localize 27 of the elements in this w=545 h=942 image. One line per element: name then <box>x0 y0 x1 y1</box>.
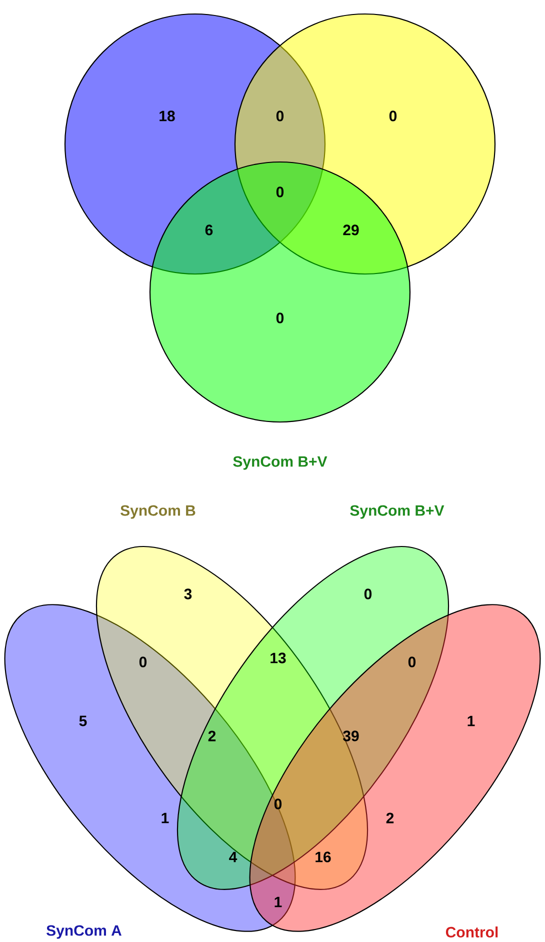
count-label: 6 <box>205 224 213 236</box>
count-label: 1 <box>468 716 475 726</box>
count-label: 0 <box>139 656 147 668</box>
count-label: 13 <box>270 652 286 664</box>
count-label: 0 <box>276 312 284 324</box>
count-label: 1 <box>162 812 169 824</box>
count-label: 16 <box>316 852 331 862</box>
count-label: 0 <box>408 656 416 668</box>
set-label: SynCom A <box>46 925 122 939</box>
count-label: 0 <box>276 110 284 122</box>
count-label: 4 <box>229 852 238 862</box>
set-label: SynCom B+V <box>350 505 444 519</box>
count-label: 0 <box>389 110 397 122</box>
count-label: 3 <box>184 588 192 600</box>
count-label: 0 <box>364 588 372 600</box>
count-label: 5 <box>79 716 87 726</box>
count-label: 29 <box>343 224 359 236</box>
set-label: SynCom B <box>120 505 196 519</box>
count-label: 2 <box>208 730 216 742</box>
count-label: 0 <box>274 798 282 810</box>
set-label: Control <box>446 926 498 938</box>
count-label: 1 <box>274 896 282 908</box>
set-label: SynCom B+V <box>233 456 328 470</box>
count-label: 18 <box>160 110 175 122</box>
count-label: 2 <box>386 812 394 824</box>
count-label: 0 <box>276 186 284 198</box>
count-label: 39 <box>343 730 359 742</box>
